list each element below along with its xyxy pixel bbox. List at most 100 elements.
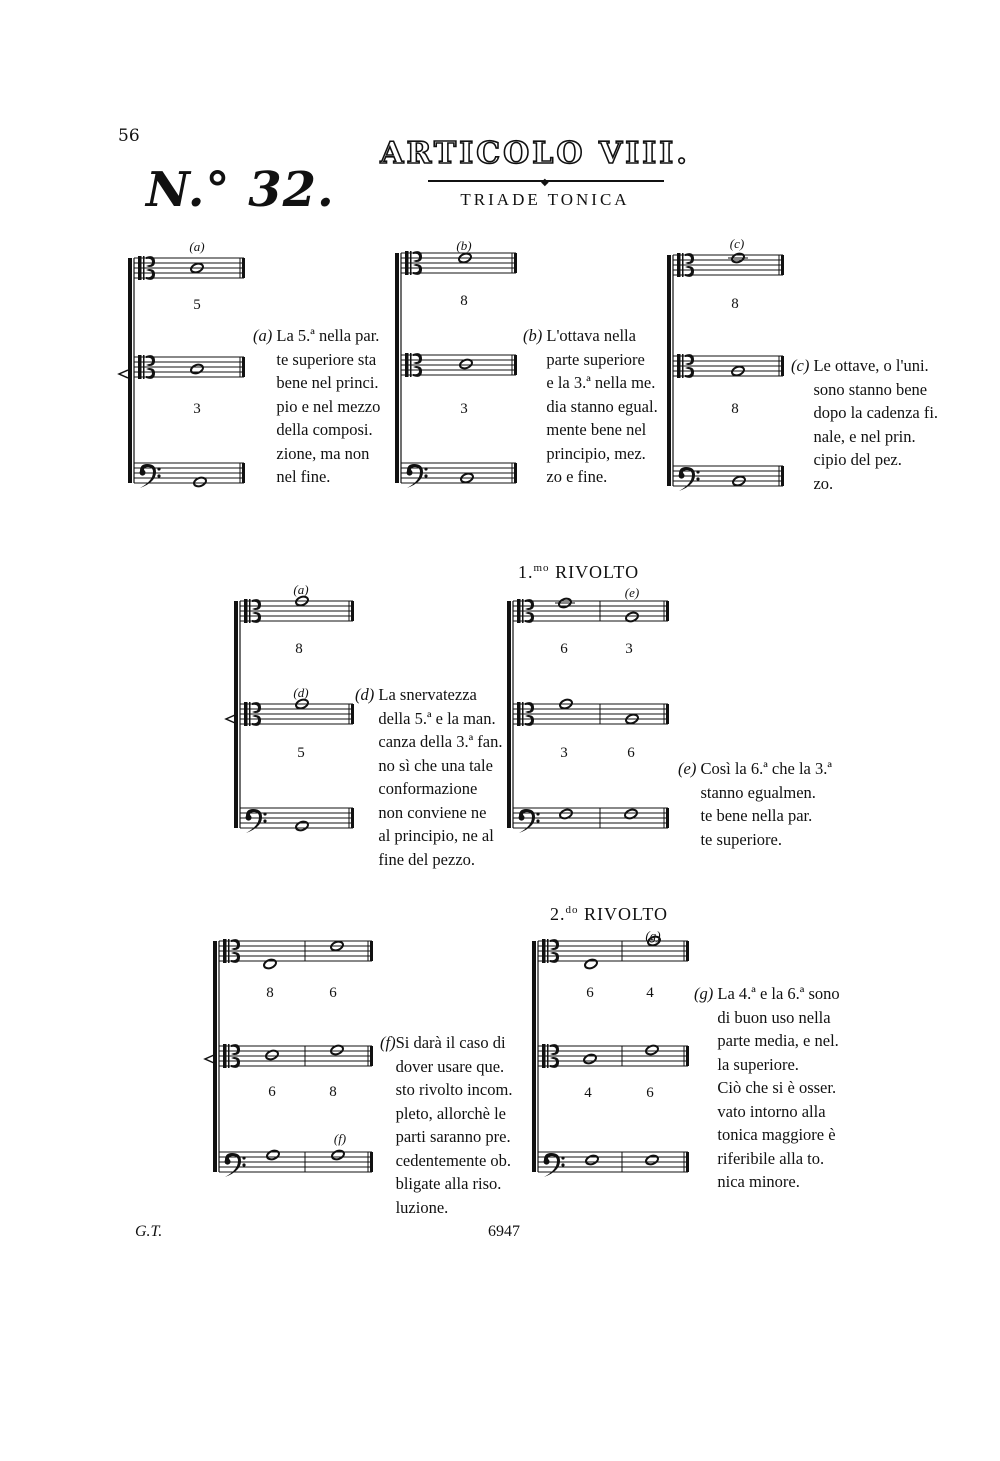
rule-ornament: ◆ (541, 177, 549, 188)
staff (240, 702, 354, 726)
first-inversion-title: 1.mo RIVOLTO (518, 562, 640, 582)
note-a-fifth: (a) La 5.ª nella par. te superiore sta b… (253, 324, 380, 489)
whole-note (460, 472, 474, 484)
figured-bass-number: 8 (266, 985, 274, 1001)
whole-note (645, 1044, 659, 1056)
example-label: (a) (293, 582, 308, 597)
figured-bass-number: 6 (646, 1085, 654, 1101)
final-barline (242, 463, 245, 483)
final-barline (370, 1046, 373, 1066)
whole-note (263, 958, 277, 970)
staff (240, 599, 354, 623)
example-label: (e) (625, 585, 639, 600)
staff (673, 465, 784, 491)
note-text: Così la 6.ª che la 3.ª stanno egualmen. … (700, 759, 832, 849)
note-d-weakness: (d) La snervatezza della 5.ª e la man. c… (355, 683, 502, 871)
staff (673, 253, 784, 277)
staff (134, 256, 245, 280)
final-barline (514, 463, 517, 483)
figured-bass-number: 3 (560, 745, 568, 761)
staff (513, 807, 669, 833)
system-bracket (532, 941, 536, 1172)
whole-note (558, 597, 572, 609)
system-bracket (234, 601, 238, 828)
figured-bass-number: 8 (460, 293, 468, 309)
figured-bass-number: 3 (193, 401, 201, 417)
note-g-fourth: (g) La 4.ª e la 6.ª sono di buon uso nel… (694, 982, 840, 1194)
whole-note (190, 363, 204, 375)
staff (513, 702, 669, 726)
section-subtitle: TRIADE TONICA (460, 190, 630, 209)
whole-note (583, 1053, 597, 1065)
final-barline (781, 466, 784, 486)
final-barline (370, 1152, 373, 1172)
note-marker: (e) (678, 759, 697, 778)
example-label: (f) (334, 1131, 346, 1146)
whole-note (266, 1149, 280, 1161)
figured-bass-number: 6 (329, 985, 337, 1001)
staff (219, 1044, 373, 1068)
figured-bass-number: 3 (460, 401, 468, 417)
brace-point (117, 369, 129, 379)
staff (538, 939, 689, 963)
whole-note (625, 713, 639, 725)
final-barline (666, 704, 669, 724)
whole-note (559, 698, 573, 710)
system-bracket (128, 258, 132, 483)
final-barline (666, 601, 669, 621)
note-text: La 5.ª nella par. te superiore sta bene … (276, 326, 381, 486)
staff (219, 1151, 373, 1177)
note-text: L'ottava nella parte superiore e la 3.ª … (546, 326, 658, 486)
final-barline (781, 356, 784, 376)
staff (240, 807, 354, 833)
whole-note (731, 252, 745, 264)
note-marker: (b) (523, 326, 543, 345)
figured-bass-number: 6 (268, 1084, 276, 1100)
article-heading: ARTICOLO VIII. (379, 135, 690, 172)
system-bracket (667, 255, 671, 486)
whole-note (732, 475, 746, 487)
staff (401, 462, 517, 488)
system-bracket (395, 253, 399, 483)
whole-note (331, 1149, 345, 1161)
note-text: Si darà il caso di dover usare que. sto … (395, 1033, 513, 1217)
figured-bass-number: 6 (586, 985, 594, 1001)
final-barline (351, 808, 354, 828)
second-inversion-title: 2.do RIVOLTO (550, 904, 669, 924)
final-barline (242, 357, 245, 377)
figured-bass-number: 6 (627, 745, 635, 761)
figured-bass-number: 5 (297, 745, 305, 761)
staff (134, 462, 245, 488)
note-marker: (d) (355, 685, 375, 704)
whole-note (624, 808, 638, 820)
note-marker: (g) (694, 984, 714, 1003)
figured-bass-number: 4 (646, 985, 654, 1001)
note-b-octave: (b) L'ottava nella parte superiore e la … (523, 324, 658, 489)
final-barline (351, 704, 354, 724)
note-text: La snervatezza della 5.ª e la man. canza… (378, 685, 503, 869)
figured-bass-number: 8 (329, 1084, 337, 1100)
whole-note (585, 1154, 599, 1166)
staff (134, 355, 245, 379)
whole-note (265, 1049, 279, 1061)
brace-point (224, 714, 236, 724)
whole-note (458, 252, 472, 264)
whole-note (645, 1154, 659, 1166)
staff (513, 599, 669, 623)
publisher-initials: G.T. (135, 1223, 163, 1240)
final-barline (351, 601, 354, 621)
final-barline (514, 355, 517, 375)
whole-note (559, 808, 573, 820)
whole-note (295, 595, 309, 607)
whole-note (190, 262, 204, 274)
example-number: N.° 32. (146, 162, 335, 218)
example-label: (b) (456, 238, 471, 253)
final-barline (686, 1152, 689, 1172)
whole-note (295, 698, 309, 710)
note-marker: (f) (380, 1033, 396, 1052)
staff (401, 353, 517, 377)
whole-note (731, 365, 745, 377)
note-text: Le ottave, o l'uni. sono stanno bene dop… (813, 356, 939, 493)
